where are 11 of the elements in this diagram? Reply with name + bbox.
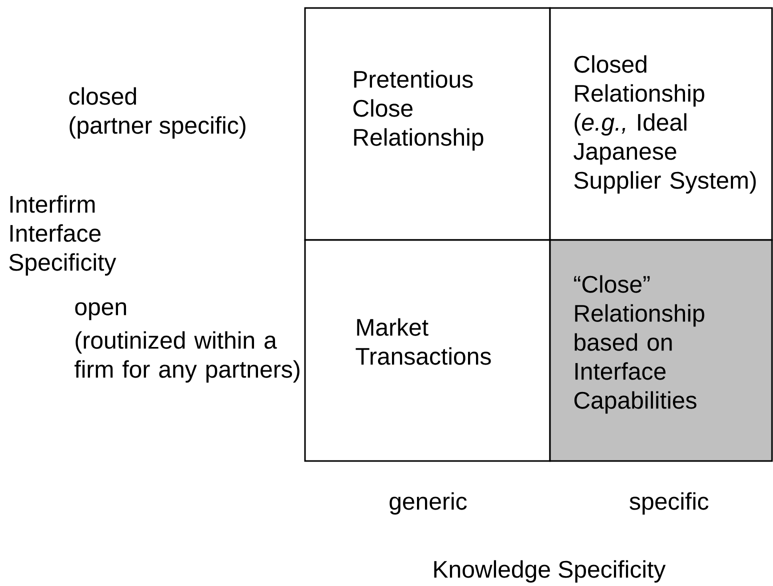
axis-label: specific <box>630 492 708 515</box>
axis-label: Knowledge Specificity <box>434 560 666 583</box>
axis-label: closed <box>69 87 136 105</box>
matrix-cell: Closed Relationship (e.g., Ideal Japanese Supplier System) <box>549 7 773 241</box>
matrix-cell: “Close” Relationship based on Interface Capabilities <box>549 239 773 462</box>
matrix-cell: Market Transactions <box>304 239 551 462</box>
matrix-cell: Pretentious Close Relationship <box>304 7 551 241</box>
axis-label: (partner specific) <box>70 116 246 139</box>
axis-label: Interfirm Interface Specificity <box>9 195 116 276</box>
axis-label: generic <box>390 492 467 515</box>
axis-label: open <box>75 302 126 320</box>
